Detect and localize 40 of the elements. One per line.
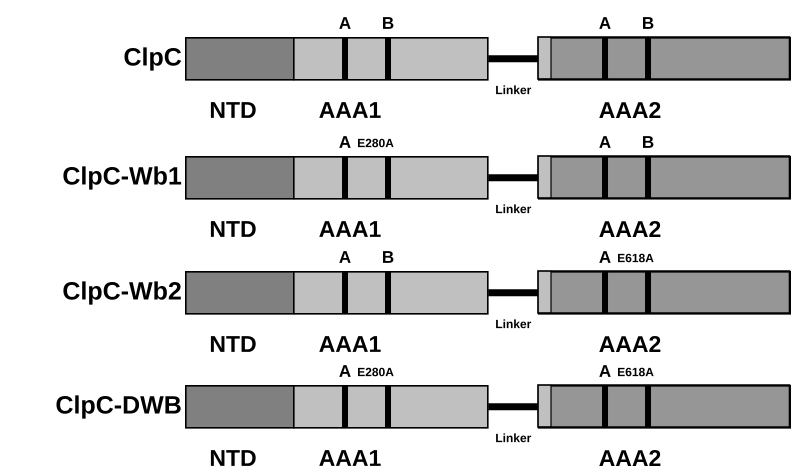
- domain-label: AAA2: [599, 336, 660, 352]
- motif-label: B: [643, 17, 654, 29]
- domain-label: AAA2: [599, 220, 660, 238]
- motif-label: A: [339, 17, 351, 29]
- motif-label: A: [599, 365, 611, 377]
- motif-label: A: [599, 136, 611, 148]
- motif-label: A: [599, 251, 611, 263]
- linker-line: [488, 403, 538, 410]
- motif-label: A: [339, 365, 351, 377]
- edge-label: Linker: [494, 432, 532, 444]
- domain-label: NTD: [210, 102, 256, 118]
- domain-label: AAA2: [599, 450, 660, 466]
- domain-label: AAA1: [319, 336, 381, 352]
- domain-label: NTD: [210, 450, 256, 466]
- motif-label: A: [339, 136, 351, 148]
- linker-line: [488, 174, 538, 182]
- mutation-label: E280A: [358, 138, 394, 148]
- domain-label: NTD: [210, 221, 256, 237]
- protein-name: ClpC: [124, 47, 182, 71]
- mutation-label: E618A: [618, 254, 654, 262]
- mutation-label: E618A: [618, 368, 654, 376]
- edge-label: Linker: [494, 318, 532, 330]
- motif-label: A: [599, 17, 611, 29]
- motif-label: B: [383, 251, 394, 263]
- protein-name: ClpC-Wb1: [63, 166, 182, 190]
- linker-line: [488, 55, 538, 62]
- domain-label: NTD: [210, 336, 256, 352]
- protein-name: ClpC-DWB: [56, 395, 181, 419]
- domain-label: AAA1: [319, 221, 381, 237]
- linker-line: [488, 289, 538, 296]
- mutation-label: E280A: [358, 368, 394, 376]
- edge-label: Linker: [494, 203, 532, 214]
- motif-label: A: [339, 251, 351, 263]
- edge-label: Linker: [494, 84, 532, 96]
- domain-label: AAA1: [319, 450, 381, 466]
- domain-label: AAA1: [319, 102, 381, 118]
- protein-name: ClpC-Wb2: [63, 281, 181, 305]
- domain-label: AAA2: [599, 102, 660, 118]
- motif-label: B: [383, 17, 394, 29]
- motif-label: B: [643, 136, 654, 148]
